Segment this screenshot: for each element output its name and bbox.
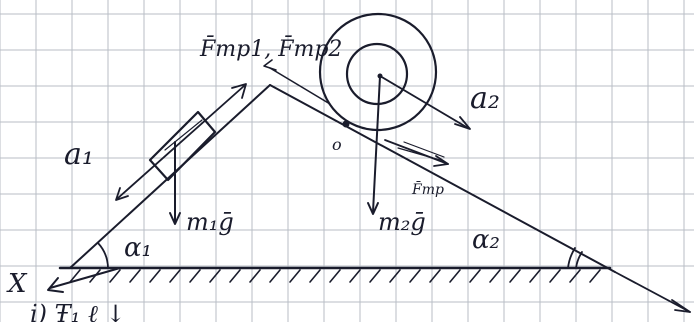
ground-hatching [69,269,601,283]
hatch-mark [249,269,261,283]
hatch-mark [569,269,581,283]
weight-1-vector [169,141,181,225]
alpha-2-arcs [567,247,583,269]
friction-tr-line [384,139,449,165]
label-weight-2: m₂ḡ [378,208,426,236]
weight-2-line [372,75,381,213]
x-axis-arrowhead [47,277,64,293]
hatch-mark [489,269,501,283]
hatch-mark [529,269,541,283]
accel-1-arrow [115,83,247,201]
hatch-mark [509,269,521,283]
hatch-mark [129,269,141,283]
block-body [148,110,217,182]
right-incline [269,84,616,273]
hatch-mark [469,269,481,283]
wedge [69,84,691,313]
accel-2-line [379,75,469,129]
label-alpha-2: α₂ [472,225,500,255]
hatch-mark [389,269,401,283]
hatch-mark [69,269,81,283]
hatch-mark [289,269,301,283]
hatch-mark [209,269,221,283]
ground [58,266,612,283]
friction-12-arrow [263,59,331,105]
x-axis-arrow [47,267,121,293]
accel-1-arrowhead-up [231,83,247,99]
label-axis-x: X [6,269,28,299]
right-incline-arrowhead [671,299,691,313]
block-m1 [148,110,217,182]
friction-tr-hatch [397,141,445,161]
hatch-mark [109,269,121,283]
accel-2-arrow [379,75,471,130]
friction-tr-arrowhead [433,155,449,167]
accel-1-line [117,85,245,199]
alpha-1-arc [97,242,109,269]
label-alpha-1: α₁ [124,233,152,263]
hatch-mark [549,269,561,283]
friction-tr-arrow [384,139,449,167]
hatch-mark [169,269,181,283]
x-axis-line [49,267,121,289]
hatch-mark [409,269,421,283]
label-weight-1: m₁ḡ [186,208,234,236]
hatch-mark [149,269,161,283]
hatch-mark [589,269,601,283]
bottom-scrawl: ⅰ) Ŧ₁ ℓ ↓ [30,300,126,322]
wheel-inner [345,42,409,106]
hatch-mark [349,269,361,283]
weight-1-arrowhead [169,212,181,225]
hatch-mark [269,269,281,283]
label-friction-tr: F̄тр [411,180,444,198]
weight-2-arrowhead [367,202,379,215]
hatch-mark [329,269,341,283]
label-accel-2: a₂ [470,81,500,116]
accel-2-arrowhead [454,116,471,130]
label-friction-forces: F̄тр1, F̄тр2 [199,35,342,62]
label-point-o: o [332,135,342,154]
accel-1-arrowhead-down [115,187,129,201]
block-detail [164,119,203,151]
weight-2-vector [367,75,381,215]
friction-12-arrowhead [263,59,277,71]
friction-12-line [269,67,331,105]
hatch-mark [189,269,201,283]
contact-point [342,120,350,128]
hatch-mark [229,269,241,283]
hatch-mark [449,269,461,283]
right-incline-extension [614,271,691,313]
hatch-mark [429,269,441,283]
hatch-mark [369,269,381,283]
hatch-mark [309,269,321,283]
label-accel-1: a₁ [64,137,94,172]
